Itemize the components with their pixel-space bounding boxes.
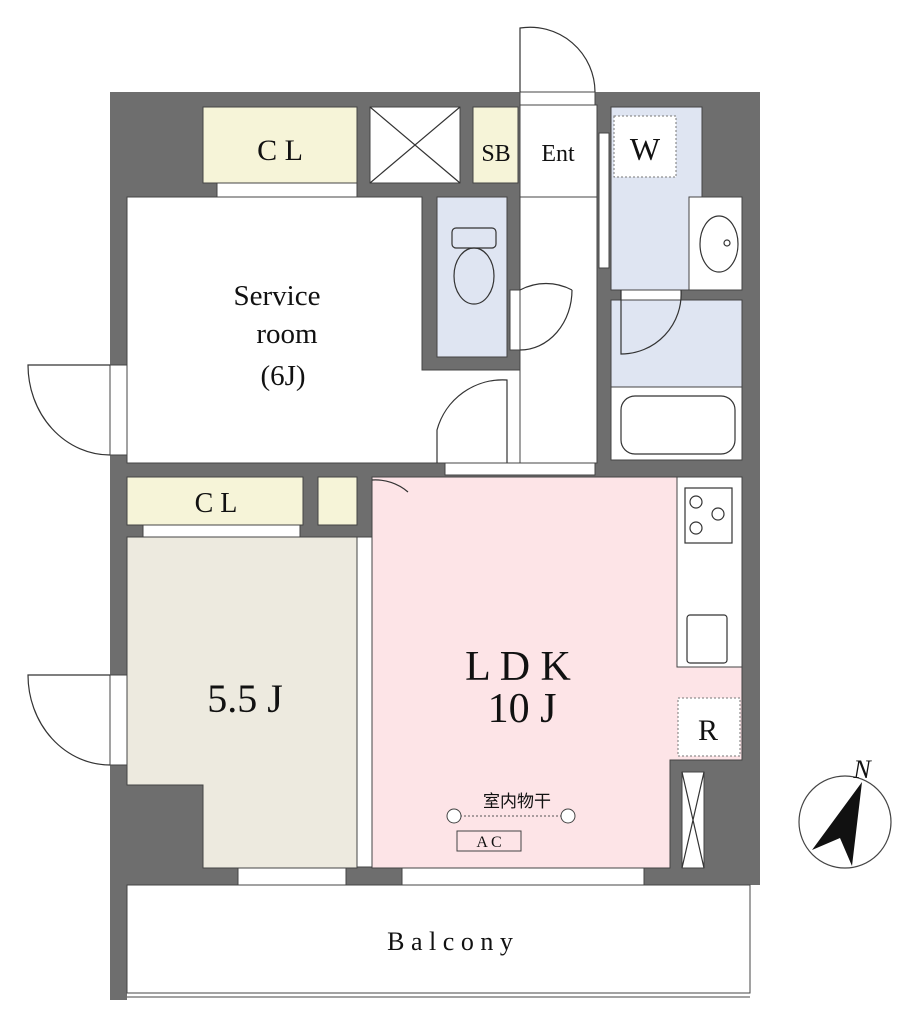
bath-vestibule [610, 299, 743, 388]
service-room-label: Service [234, 280, 321, 312]
closet-top [202, 106, 358, 184]
bathroom [610, 386, 743, 461]
window [237, 867, 347, 886]
balcony-label: B a l c o n y [387, 927, 513, 956]
kitchen-counter [676, 476, 743, 668]
shoe-box [472, 106, 519, 184]
washroom-sliding-door [598, 132, 610, 269]
sink-icon [699, 215, 739, 273]
washer-space [613, 115, 677, 178]
west-door-swing-2 [27, 674, 111, 766]
pipe-space-cross [369, 106, 461, 184]
indoor-drying-label: 室内物干 [483, 792, 551, 811]
closet-lower [126, 476, 304, 526]
service-room-door-swing [436, 379, 508, 463]
service-room-label-2: room [256, 318, 318, 350]
stove-icon [684, 487, 733, 544]
north-compass-icon: N [798, 755, 892, 869]
entrance-label: Ent [541, 141, 575, 167]
storage-small [317, 476, 358, 526]
entrance [519, 104, 598, 198]
ldk-label: L D K [465, 644, 571, 690]
window [401, 867, 645, 886]
air-conditioner-label: A C [476, 834, 501, 851]
balcony-side-wall [110, 880, 127, 1000]
entrance-door-swing [519, 26, 596, 93]
toilet [436, 196, 508, 358]
kitchen-sink-icon [686, 614, 728, 664]
toilet-door-swing [519, 282, 573, 351]
closet-lower-label: C L [195, 488, 238, 519]
air-conditioner [456, 830, 522, 852]
washer-label: W [630, 131, 661, 167]
bath-door-swing [620, 289, 682, 355]
drying-hook-icon [446, 808, 462, 824]
refrigerator [677, 697, 741, 757]
bedroom-sliding-door [356, 536, 373, 868]
vanity [688, 196, 743, 291]
drying-hook-icon [560, 808, 576, 824]
west-door-swing-1 [27, 364, 111, 456]
compass-north-label: N [852, 755, 872, 784]
balcony [126, 884, 751, 994]
service-room-size: (6J) [260, 360, 305, 392]
toilet-bowl-icon [453, 247, 495, 305]
entrance-door-frame [519, 91, 596, 106]
closet-top-door-track [216, 182, 358, 198]
bathtub-icon [620, 395, 736, 455]
shoe-box-label: SB [481, 141, 510, 167]
refrigerator-label: R [698, 714, 718, 747]
bath-door-frame [620, 289, 682, 301]
closet-top-label: C L [257, 134, 303, 167]
bedroom-label: 5.5 J [207, 676, 283, 721]
ldk-door-frame [444, 462, 596, 476]
ldk-size: 10 J [488, 686, 557, 732]
